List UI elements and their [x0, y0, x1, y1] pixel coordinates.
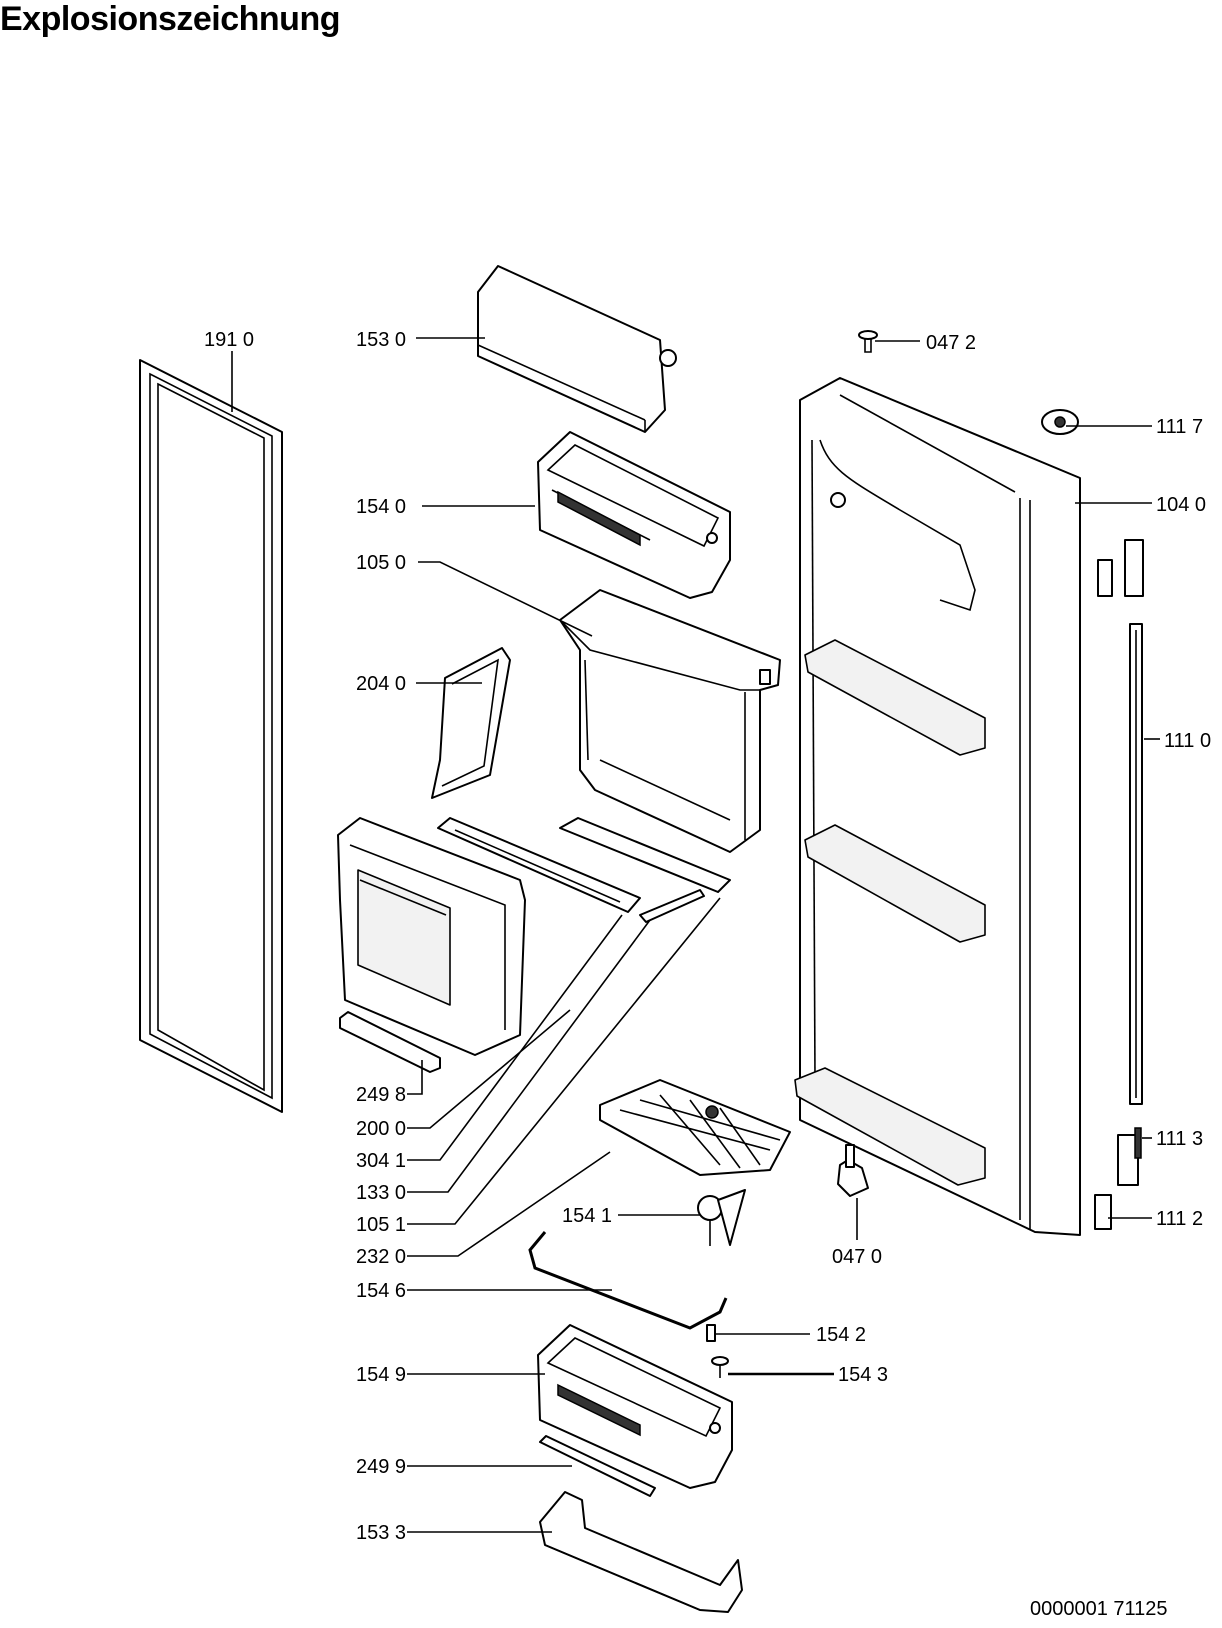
callout-1051: 105 1 [356, 1214, 406, 1236]
callout-1330: 133 0 [356, 1182, 406, 1204]
part-hinge-pin-top [858, 330, 878, 353]
callout-1530: 153 0 [356, 329, 406, 351]
part-pin-1542 [706, 1324, 716, 1342]
part-handle-top-caps [1097, 539, 1144, 597]
callout-1549: 154 9 [356, 1364, 406, 1386]
callout-2000: 200 0 [356, 1118, 406, 1140]
part-bottom-bin [539, 1491, 743, 1613]
leader-lines [231, 337, 1160, 1533]
part-hinge-bottom [837, 1144, 869, 1197]
part-door-gasket [139, 359, 283, 1113]
callout-1546: 154 6 [356, 1280, 406, 1302]
part-handle-bar [1129, 623, 1143, 1105]
part-handle-cap-1113 [1117, 1127, 1142, 1186]
callout-1540: 154 0 [356, 496, 406, 518]
callout-1050: 105 0 [356, 552, 406, 574]
part-strip-2498 [339, 1011, 441, 1073]
callout-3041: 304 1 [356, 1150, 406, 1172]
callout-2499: 249 9 [356, 1456, 406, 1478]
document-code: 0000001 71125 [1030, 1598, 1168, 1620]
callout-1112: 111 2 [1156, 1208, 1203, 1230]
part-flap-panel [431, 647, 511, 799]
part-lever-1051 [639, 889, 705, 923]
part-lower-door-bin [537, 1324, 733, 1489]
callout-1110: 111 0 [1164, 730, 1211, 752]
callout-1113: 111 3 [1156, 1128, 1203, 1150]
part-ice-bin [337, 817, 526, 1056]
callout-2040: 204 0 [356, 673, 406, 695]
callout-2498: 249 8 [356, 1084, 406, 1106]
part-strip-2499 [539, 1435, 656, 1497]
part-handle-clip-1112 [1094, 1194, 1112, 1230]
callout-0472: 047 2 [926, 332, 976, 354]
part-drip-grille [599, 1079, 791, 1176]
callout-0470: 047 0 [832, 1246, 882, 1268]
page-title: Explosionszeichnung [0, 0, 340, 38]
part-upper-door-bin [537, 431, 731, 599]
callout-1542: 154 2 [816, 1324, 866, 1346]
part-bracket-1330 [559, 817, 731, 893]
callout-1040: 104 0 [1156, 494, 1206, 516]
part-screw-1543 [711, 1356, 729, 1378]
part-top-cover [477, 265, 677, 433]
callout-1117: 111 7 [1156, 416, 1203, 438]
part-door-liner [794, 377, 1081, 1236]
callout-1543: 154 3 [838, 1364, 888, 1386]
part-knob-1541 [697, 1189, 746, 1246]
callout-1541: 154 1 [562, 1205, 612, 1227]
part-wire-bail [528, 1231, 728, 1330]
callout-1910: 191 0 [204, 329, 254, 351]
part-cap-1117 [1041, 409, 1079, 435]
callout-1533: 153 3 [356, 1522, 406, 1544]
part-rail-3041 [437, 817, 641, 913]
callout-2320: 232 0 [356, 1246, 406, 1268]
part-dispenser-housing [559, 589, 781, 853]
